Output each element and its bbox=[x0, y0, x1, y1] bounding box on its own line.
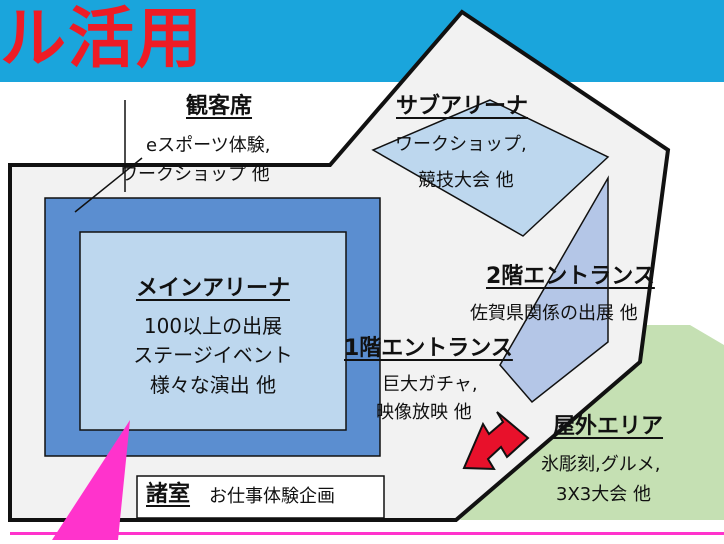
rooms-line-1: お仕事体験企画 bbox=[209, 486, 335, 507]
seating-line-2: ワークショップ 他 bbox=[120, 164, 270, 185]
seating-line-1: eスポーツ体験, bbox=[146, 135, 271, 156]
entrance-1f-line-2: 映像放映 他 bbox=[376, 402, 472, 423]
outdoor-line-1: 氷彫刻,グルメ, bbox=[541, 454, 661, 475]
main-arena-heading: メインアリーナ bbox=[135, 276, 290, 301]
outdoor-heading: 屋外エリア bbox=[553, 414, 664, 439]
sub-arena-line-2: 競技大会 他 bbox=[418, 170, 514, 191]
banner-band bbox=[0, 0, 724, 82]
outdoor-line-2: 3X3大会 他 bbox=[556, 484, 651, 505]
sub-arena-heading: サブアリーナ bbox=[396, 94, 529, 119]
outdoor-area bbox=[460, 325, 724, 520]
main-arena-inner bbox=[79, 231, 347, 431]
entrance-2f-line-1: 佐賀県関係の出展 他 bbox=[470, 303, 638, 324]
magenta-bottom-line bbox=[10, 532, 724, 535]
seating-heading: 観客席 bbox=[186, 94, 253, 119]
seating-pointer-diagonal bbox=[74, 157, 143, 213]
rooms-heading: 諸室 bbox=[146, 482, 191, 507]
sub-arena-shape bbox=[371, 99, 610, 237]
main-arena-line-3: 様々な演出 他 bbox=[149, 373, 277, 397]
double-arrow-icon bbox=[462, 411, 530, 471]
magenta-pointer bbox=[52, 420, 130, 540]
sub-arena-line-1: ワークショップ, bbox=[395, 134, 527, 155]
entrance-1f-line-1: 巨大ガチャ, bbox=[382, 374, 478, 395]
banner-title: ル活用 bbox=[0, 0, 204, 77]
main-arena-line-2: ステージイベント bbox=[133, 343, 293, 367]
rooms-box bbox=[136, 475, 385, 519]
entrance-ramp bbox=[499, 175, 609, 404]
main-arena-line-1: 100以上の出展 bbox=[143, 314, 283, 338]
entrance-1f-heading: 1階エントランス bbox=[344, 336, 513, 361]
entrance-2f-heading: 2階エントランス bbox=[486, 264, 655, 289]
